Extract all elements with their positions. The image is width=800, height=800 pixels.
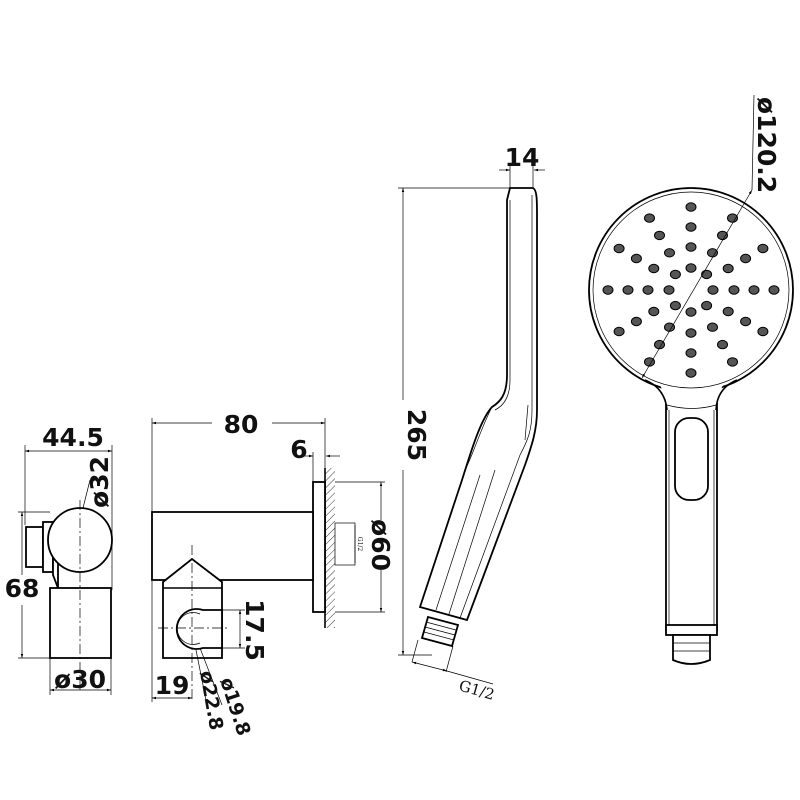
- outer-nozzle: [654, 230, 665, 241]
- outer-nozzle: [664, 248, 675, 258]
- outer-nozzle: [740, 316, 752, 327]
- outer-nozzle: [727, 357, 738, 367]
- handset-thread: [420, 615, 460, 648]
- outer-nozzle: [740, 253, 752, 264]
- outer-nozzle: [707, 322, 718, 332]
- outer-nozzle: [768, 285, 780, 295]
- outer-nozzle: [685, 348, 697, 358]
- outer-nozzle: [644, 213, 655, 223]
- plate-diameter-label: ø60: [366, 519, 395, 571]
- base-diameter-label: ø30: [54, 665, 106, 694]
- inner-nozzle: [701, 300, 713, 311]
- inner-nozzle: [701, 269, 713, 280]
- holder-front-view: 80 6 G1/2 ø60 17.5 19 ø19.8 ø22.8: [151, 408, 395, 739]
- head-diameter-label: ø120.2: [752, 97, 781, 193]
- shower-head: [588, 187, 794, 393]
- outer-nozzle: [757, 326, 769, 337]
- handset-thread-label: G1/2: [457, 677, 497, 704]
- height-label: 68: [5, 574, 40, 603]
- outer-nozzle: [728, 285, 740, 295]
- knob-diameter-label: ø32: [85, 456, 114, 508]
- inner-nozzle: [669, 300, 681, 311]
- length-label: 265: [402, 409, 431, 461]
- outer-nozzle: [664, 322, 675, 332]
- clip-height-label: 17.5: [240, 599, 269, 661]
- outer-nozzle: [648, 306, 660, 317]
- outer-nozzle: [613, 326, 625, 337]
- outer-nozzle: [602, 285, 614, 295]
- thickness-label: 14: [505, 143, 540, 172]
- length-label: 80: [224, 410, 259, 439]
- outer-nozzle: [717, 230, 728, 241]
- wall-plate: [312, 481, 326, 613]
- outer-nozzle: [685, 242, 697, 252]
- plate-thickness-label: 6: [290, 435, 307, 464]
- width-label: 44.5: [42, 423, 104, 452]
- outer-nozzle: [648, 263, 660, 274]
- outer-nozzle: [613, 243, 625, 254]
- holder-base: [49, 587, 112, 659]
- outer-nozzle: [727, 213, 738, 223]
- outer-nozzle: [685, 328, 697, 338]
- outer-nozzle: [722, 306, 734, 317]
- outer-nozzle: [748, 285, 760, 295]
- clip-offset-label: 19: [155, 671, 190, 700]
- inner-nozzle: [707, 285, 719, 295]
- handset-front-view: ø120.2: [588, 94, 794, 665]
- outer-nozzle: [717, 339, 728, 350]
- plate-thread-label: G1/2: [356, 537, 363, 552]
- outer-nozzle: [757, 243, 769, 254]
- outer-nozzle: [722, 263, 734, 274]
- handset-thread: [672, 634, 711, 665]
- outer-nozzle: [685, 202, 697, 212]
- inner-nozzle: [663, 285, 675, 295]
- handset-side-view: 14 265 G1/2: [395, 143, 545, 704]
- holder-arm: [151, 511, 314, 581]
- outer-nozzle: [630, 253, 642, 264]
- handset-body: [418, 187, 538, 622]
- outer-nozzle: [622, 285, 634, 295]
- inner-nozzle: [685, 263, 697, 273]
- outer-nozzle: [642, 285, 654, 295]
- outer-nozzle: [685, 368, 697, 378]
- inner-nozzle: [669, 269, 681, 280]
- wall-hatch: [325, 468, 335, 628]
- outer-nozzle: [707, 248, 718, 258]
- outer-nozzle: [685, 222, 697, 232]
- spray-mode-button: [674, 417, 709, 501]
- inner-nozzle: [685, 307, 697, 317]
- outer-nozzle: [630, 316, 642, 327]
- hose-nut: [25, 526, 44, 568]
- holder-side-view: 44.5 68 ø32 ø30: [0, 423, 114, 695]
